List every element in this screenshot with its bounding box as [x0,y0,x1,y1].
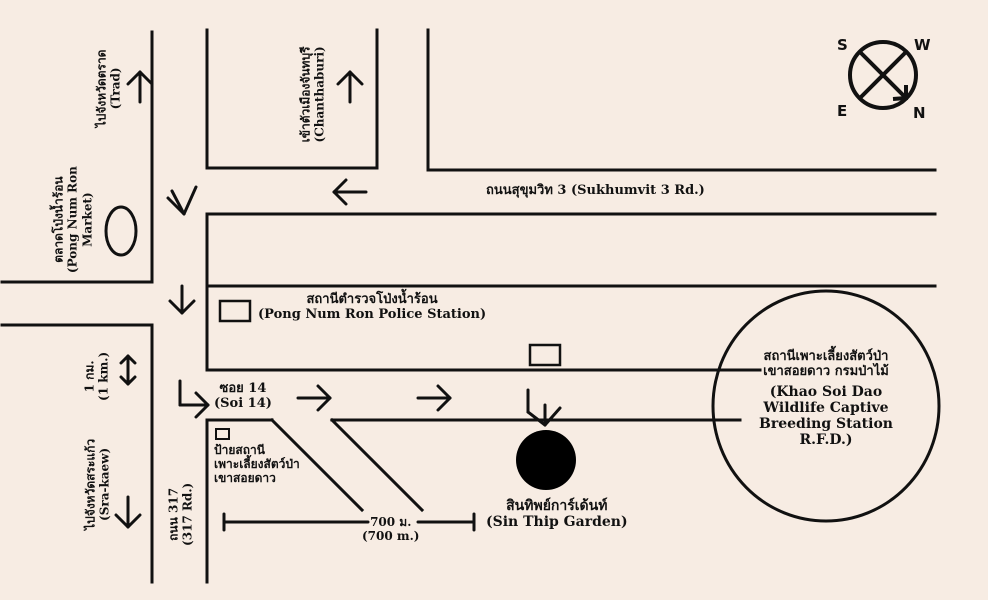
distance-arrow-1km [119,354,137,386]
building-marker [528,343,562,367]
police-station-thai: สถานีตำรวจโป่งน้ำร้อน [306,292,438,307]
market-label: ตลาดโป่งน้ำร้อน (Pong Num Ron Market) [51,165,94,275]
distance-m-english: (700 m.) [362,528,420,543]
police-station-label: สถานีตำรวจโป่งน้ำร้อน (Pong Num Ron Poli… [258,292,487,323]
compass-n: N [913,104,926,122]
compass-s: S [837,36,848,54]
station-sign-label: ป้ายสถานี เพาะเลี้ยงสัตว์ป่า เขาสอยดาว [214,443,300,485]
arrow-down-garden [526,388,562,427]
garden-thai: สินทิพย์การ์เด้นท์ [506,498,608,514]
station-label: สถานีเพาะเลี้ยงสัตว์ป่า เขาสอยดาว กรมป่า… [724,349,928,449]
road-edge [269,417,365,513]
arrow-right-soi [296,384,332,412]
sukhumvit-thai: ถนนสุขุมวิท 3 [486,183,567,198]
compass-icon [848,40,918,110]
sign-line-2: เพาะเลี้ยงสัตว์ป่า [214,456,300,471]
arrow-turn-right [178,379,210,419]
trad-english: (Trad) [109,67,123,110]
arrow-up-trad [126,70,154,104]
arrow-down [168,284,196,315]
sign-line-1: ป้ายสถานี [214,443,265,457]
sign-line-3: เขาสอยดาว [214,470,276,485]
police-station-english: (Pong Num Ron Police Station) [258,306,487,322]
road-317-english: (317 Rd.) [181,482,195,546]
distance-km-english: (1 km.) [97,351,111,401]
sukhumvit-label: ถนนสุขุมวิท 3 (Sukhumvit 3 Rd.) [486,183,705,199]
soi-14-english: (Soi 14) [214,395,272,411]
station-thai-2: เขาสอยดาว กรมป่าไม้ [763,363,889,379]
distance-1km-label: 1 กม. (1 km.) [83,341,112,411]
arrow-up-chanthaburi [336,70,364,104]
chanthaburi-label: เข้าตัวเมืองจันทบุรี (Chanthaburi) [299,14,328,174]
distance-m-thai: 700 ม. [370,515,412,529]
road-317-label: ถนน 317 (317 Rd.) [167,469,196,559]
trad-label: ไปจังหวัดตราด (Trad) [95,13,124,163]
distance-700m-label: 700 ม. (700 m.) [362,515,420,544]
market-marker [104,205,138,257]
garden-label: สินทิพย์การ์เด้นท์ (Sin Thip Garden) [486,498,628,530]
soi-14-thai: ซอย 14 [219,381,267,396]
compass-w: W [914,36,931,54]
arrow-right-soi [416,384,452,412]
soi-14-label: ซอย 14 (Soi 14) [214,381,272,412]
chanthaburi-thai: เข้าตัวเมืองจันทบุรี [298,46,313,143]
arrow-left-sukhumvit [332,178,368,206]
distance-km-thai: 1 กม. [82,360,97,393]
police-station-marker [218,299,252,323]
market-thai: ตลาดโป่งน้ำร้อน [51,176,66,263]
distance-bar-700m [222,512,476,532]
srakaew-thai: ไปจังหวัดสระแก้ว [83,438,98,530]
sukhumvit-english: (Sukhumvit 3 Rd.) [571,183,705,198]
chanthaburi-english: (Chanthaburi) [313,46,327,143]
garden-marker [516,430,576,490]
road-edge [329,417,425,513]
market-english: (Pong Num Ron [65,166,80,274]
station-ellipse [711,289,941,523]
road-317-thai: ถนน 317 [166,487,181,541]
srakaew-english: (Sra-kaew) [98,447,112,521]
market-english-2: Market) [80,192,95,247]
srakaew-label: ไปจังหวัดสระแก้ว (Sra-kaew) [84,414,113,554]
trad-thai: ไปจังหวัดตราด [94,49,109,128]
garden-english: (Sin Thip Garden) [486,514,628,531]
arrow-down-srakaew [114,495,142,529]
station-english-2: Wildlife Captive [763,399,889,416]
station-thai-1: สถานีเพาะเลี้ยงสัตว์ป่า [763,349,889,364]
station-english-4: R.F.D.) [799,432,853,449]
station-english-3: Breeding Station [759,416,893,433]
sign-marker [215,428,230,440]
compass-e: E [837,102,848,120]
arrow-turn-down [166,185,198,216]
station-english-1: (Khao Soi Dao [769,383,883,400]
